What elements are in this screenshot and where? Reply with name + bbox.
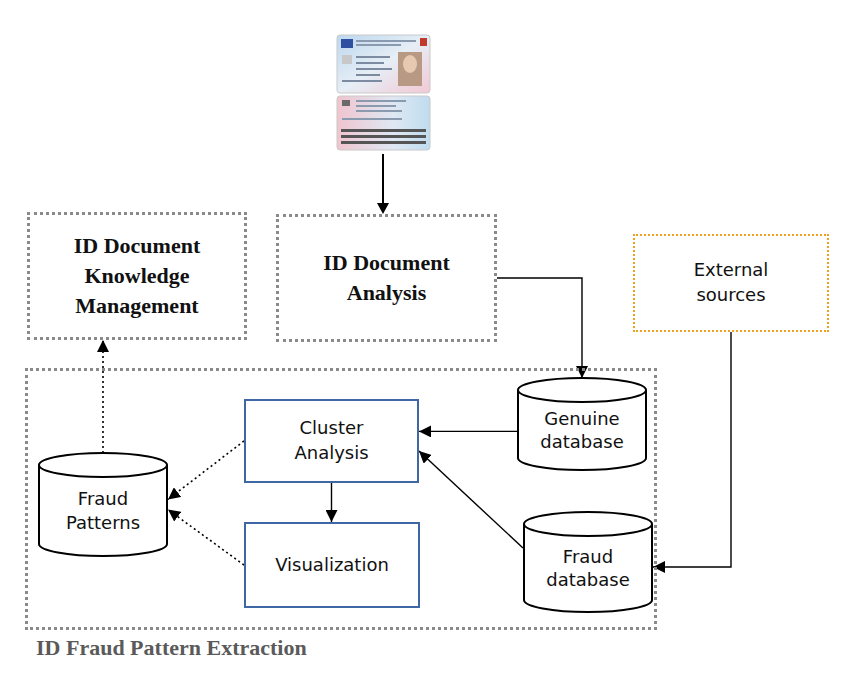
text-stack: Cluster Analysis: [274, 416, 389, 466]
cylinder-rim: [518, 390, 646, 402]
node-label: Fraud Patterns: [44, 487, 162, 534]
dotted-connector: [168, 441, 244, 499]
connector: [653, 332, 731, 567]
dotted-connector: [102, 340, 104, 453]
module-box: ID Document Knowledge Management: [27, 212, 247, 340]
text-stack: Fraud database: [529, 545, 647, 592]
text-stack: ID Document Analysis: [293, 248, 480, 308]
process-box: Cluster Analysis: [244, 399, 419, 483]
cylinder-rim: [524, 524, 652, 536]
text-stack: ID Document Knowledge Management: [44, 231, 230, 321]
text-stack: Genuine database: [523, 407, 641, 454]
source-box: External sources: [633, 234, 829, 332]
connector: [331, 483, 332, 522]
node-label: Cluster Analysis: [274, 416, 389, 466]
process-box: Visualization: [244, 522, 420, 608]
cylinder-body: [524, 512, 652, 612]
input-arrow: [382, 154, 384, 205]
card-front: [337, 35, 430, 93]
dotted-connector: [168, 510, 244, 565]
connector: [419, 431, 517, 432]
cylinder-body: [518, 378, 646, 470]
connector: [497, 278, 582, 378]
database-cylinder: Fraud database: [523, 512, 653, 612]
card-back: [337, 96, 430, 150]
group-label: ID Fraud Pattern Extraction: [36, 635, 307, 661]
connector: [419, 451, 523, 548]
node-label: Genuine database: [523, 407, 641, 454]
cylinder-body: [39, 453, 167, 556]
node-label: Fraud database: [529, 545, 647, 592]
node-label: External sources: [671, 258, 791, 308]
group-box: ID Fraud Pattern ExtractionCluster Analy…: [25, 368, 657, 630]
text-stack: Visualization: [274, 553, 390, 578]
node-label: ID Document Analysis: [293, 248, 480, 308]
database-cylinder: Genuine database: [517, 378, 647, 470]
database-cylinder: Fraud Patterns: [38, 453, 168, 556]
cylinder-rim: [39, 465, 167, 477]
module-box: ID Document Analysis: [276, 214, 497, 342]
text-stack: External sources: [671, 258, 791, 308]
node-label: Visualization: [274, 553, 390, 578]
text-stack: Fraud Patterns: [44, 487, 162, 534]
input-arrowhead: [377, 203, 389, 214]
node-label: ID Document Knowledge Management: [44, 231, 230, 321]
